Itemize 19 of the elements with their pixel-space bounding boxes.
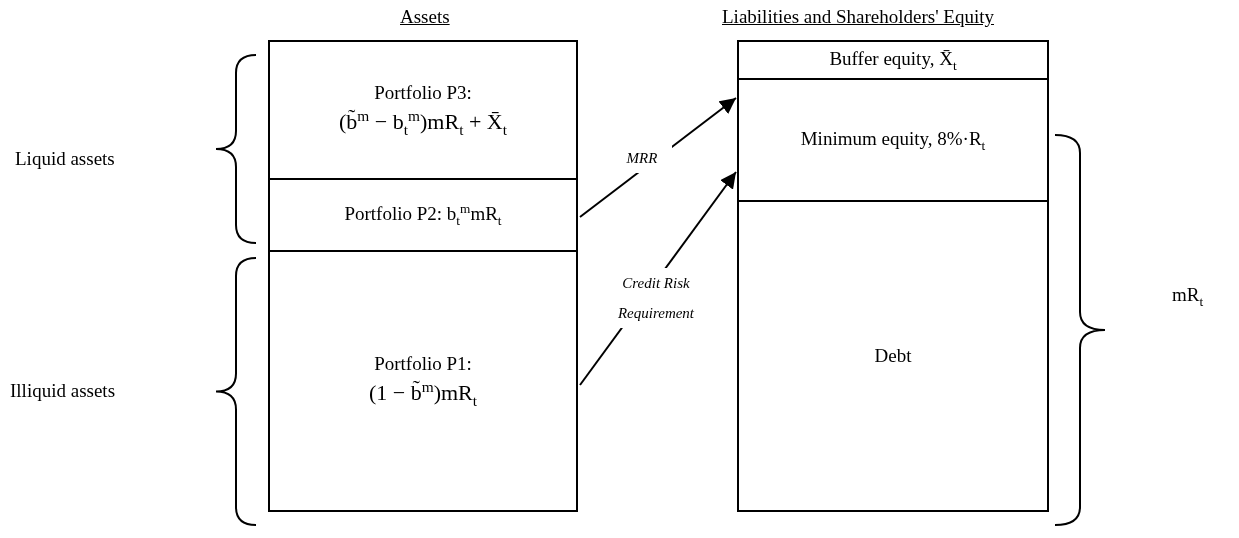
- segment-label: Portfolio P3:: [374, 80, 472, 105]
- equity-segment: [737, 78, 1049, 202]
- portfolio-segment: [268, 40, 578, 180]
- group-label: mR$_{t}$: [1172, 284, 1204, 310]
- group-label: Liquid assets: [15, 148, 115, 170]
- segment-label: Portfolio P2: b$_{t}$$^{m}$mR$_{t}$: [344, 199, 502, 231]
- column-heading: Liabilities and Shareholders' Equity: [722, 6, 994, 28]
- portfolio-segment: [268, 178, 578, 252]
- segment-formula: (1 − b̃$^{m}$)mR$_{t}$: [368, 376, 478, 411]
- debt-segment: [737, 200, 1049, 512]
- segment-label: Minimum equity, 8%·R$_{t}$: [800, 126, 986, 155]
- segment-formula: (b̃$^{m}$ − b$_{t}$$^{m}$)mR$_{t}$ + X̄$_{t}$: [339, 105, 507, 140]
- column-heading: Assets: [400, 6, 450, 28]
- portfolio-segment: [268, 250, 578, 512]
- segment-label: Buffer equity, X̄$_{t}$: [829, 46, 957, 75]
- group-label: Illiquid assets: [10, 380, 116, 402]
- equity-segment: [737, 40, 1049, 80]
- segment-label: Portfolio P1:: [374, 351, 472, 376]
- segment-label: Debt: [874, 344, 912, 369]
